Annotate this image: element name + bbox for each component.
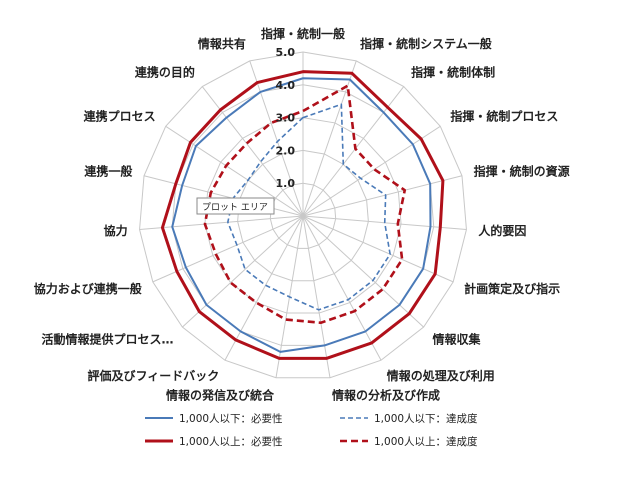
tick-label: 2.0 xyxy=(276,144,296,157)
grid-spoke xyxy=(302,215,424,328)
category-label: 連携プロセス xyxy=(84,108,156,123)
tick-label: 3.0 xyxy=(276,112,296,125)
grid-spoke xyxy=(249,60,304,217)
category-label: 情報の処理及び利用 xyxy=(387,368,495,383)
tick-label: 4.0 xyxy=(276,79,296,92)
category-label: 協力 xyxy=(104,223,128,238)
tick-label: 1.0 xyxy=(276,177,296,190)
grid-ring-1 xyxy=(269,182,337,249)
grid-spoke xyxy=(302,86,405,217)
plot-area-tooltip: プロット エリア xyxy=(196,197,275,215)
category-label: 指揮・統制一般 xyxy=(261,26,345,41)
category-label: 計画策定及び指示 xyxy=(464,281,560,296)
grid-spoke xyxy=(302,215,454,283)
grid-spoke xyxy=(302,215,382,361)
grid-spoke xyxy=(302,175,463,217)
series-line-1 xyxy=(171,77,432,353)
category-label: 指揮・統制の資源 xyxy=(474,163,570,178)
category-labels: 指揮・統制一般指揮・統制システム一般指揮・統制体制指揮・統制プロセス指揮・統制の… xyxy=(34,26,570,403)
legend-label: 1,000人以下：達成度 xyxy=(374,412,478,425)
legend-label: 1,000人以上：必要性 xyxy=(179,435,283,448)
legend-label: 1,000人以上：達成度 xyxy=(374,435,478,448)
tooltip-text: プロット エリア xyxy=(202,202,268,213)
category-label: 連携の目的 xyxy=(135,64,195,79)
grid-spoke xyxy=(201,86,304,217)
grid-spoke xyxy=(302,125,441,217)
category-label: 評価及びフィードバック xyxy=(87,368,219,383)
grid-spoke xyxy=(143,175,304,217)
radar-grid xyxy=(139,51,467,379)
category-label: 情報収集 xyxy=(432,331,481,346)
category-label: 情報の発信及び統合 xyxy=(166,388,275,403)
grid-ring-5 xyxy=(139,51,467,379)
grid-spoke xyxy=(152,215,304,283)
series-line-4 xyxy=(203,84,407,325)
grid-spoke xyxy=(182,215,304,328)
grid-spoke xyxy=(302,60,357,217)
grid-spoke xyxy=(165,125,304,217)
category-label: 連携一般 xyxy=(84,163,132,178)
category-label: 情報共有 xyxy=(198,36,246,51)
grid-ring-3 xyxy=(204,117,402,314)
tick-label: 5.0 xyxy=(276,46,296,59)
series-line-2 xyxy=(160,70,445,360)
category-label: 協力および連携一般 xyxy=(34,281,142,296)
radial-tick-labels: 1.0 2.0 3.0 4.0 5.0 xyxy=(276,46,296,190)
category-label: 指揮・統制システム一般 xyxy=(360,36,492,51)
category-label: 指揮・統制プロセス xyxy=(450,108,558,123)
category-label: 情報の分析及び作成 xyxy=(332,388,440,403)
grid-spoke xyxy=(139,215,304,231)
legend: 1,000人以下：必要性 1,000人以下：達成度 1,000人以上：必要性 1,00… xyxy=(145,412,478,448)
legend-label: 1,000人以下：必要性 xyxy=(179,412,283,425)
category-label: 指揮・統制体制 xyxy=(411,64,495,79)
category-label: 活動情報提供プロセス… xyxy=(41,331,173,346)
grid-ring-2 xyxy=(237,149,369,282)
grid-spoke xyxy=(224,215,304,361)
series-line-3 xyxy=(227,103,391,311)
tooltip-box xyxy=(196,197,275,215)
category-label: 人的要因 xyxy=(478,223,526,238)
grid-spoke xyxy=(302,215,331,378)
radar-series-group xyxy=(160,70,445,360)
